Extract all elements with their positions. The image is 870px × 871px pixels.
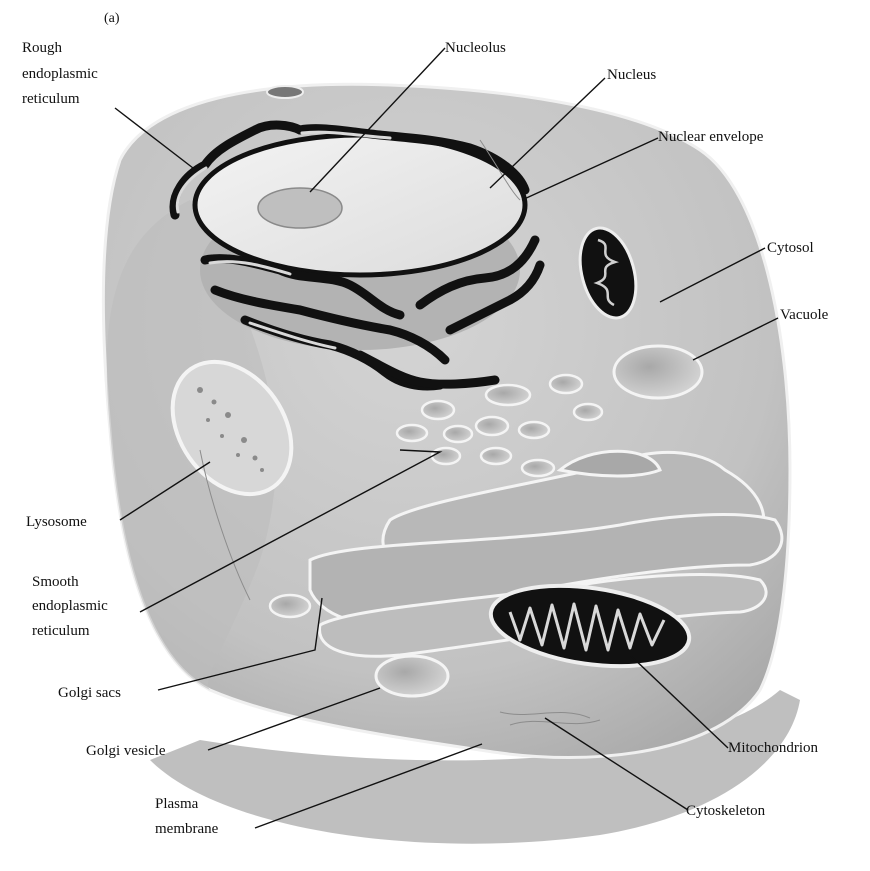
label-golgi-vesicle: Golgi vesicle xyxy=(86,743,166,759)
golgi-vesicle-shape xyxy=(376,656,448,696)
label-nuclear-envelope: Nuclear envelope xyxy=(658,129,764,145)
label-cytoskeleton: Cytoskeleton xyxy=(686,803,766,819)
vacuole-shape xyxy=(614,346,702,398)
label-lysosome: Lysosome xyxy=(26,514,87,530)
nucleolus-shape xyxy=(258,188,342,228)
label-golgi-sacs: Golgi sacs xyxy=(58,685,121,701)
label-smooth-er: Smooth endoplasmic reticulum xyxy=(32,574,112,639)
nuclear-envelope-shape xyxy=(195,135,525,275)
top-vesicle-shape xyxy=(267,86,303,98)
label-plasma-membrane: Plasma membrane xyxy=(155,796,219,837)
label-nucleus: Nucleus xyxy=(607,67,656,83)
label-nucleolus: Nucleolus xyxy=(445,40,506,56)
label-mitochondrion: Mitochondrion xyxy=(728,740,818,756)
label-cytosol: Cytosol xyxy=(767,240,814,256)
panel-label: (a) xyxy=(104,11,120,26)
golgi-vesicle-left-shape xyxy=(270,595,310,617)
label-rough-er: Rough endoplasmic reticulum xyxy=(22,40,102,107)
label-vacuole: Vacuole xyxy=(780,307,829,323)
